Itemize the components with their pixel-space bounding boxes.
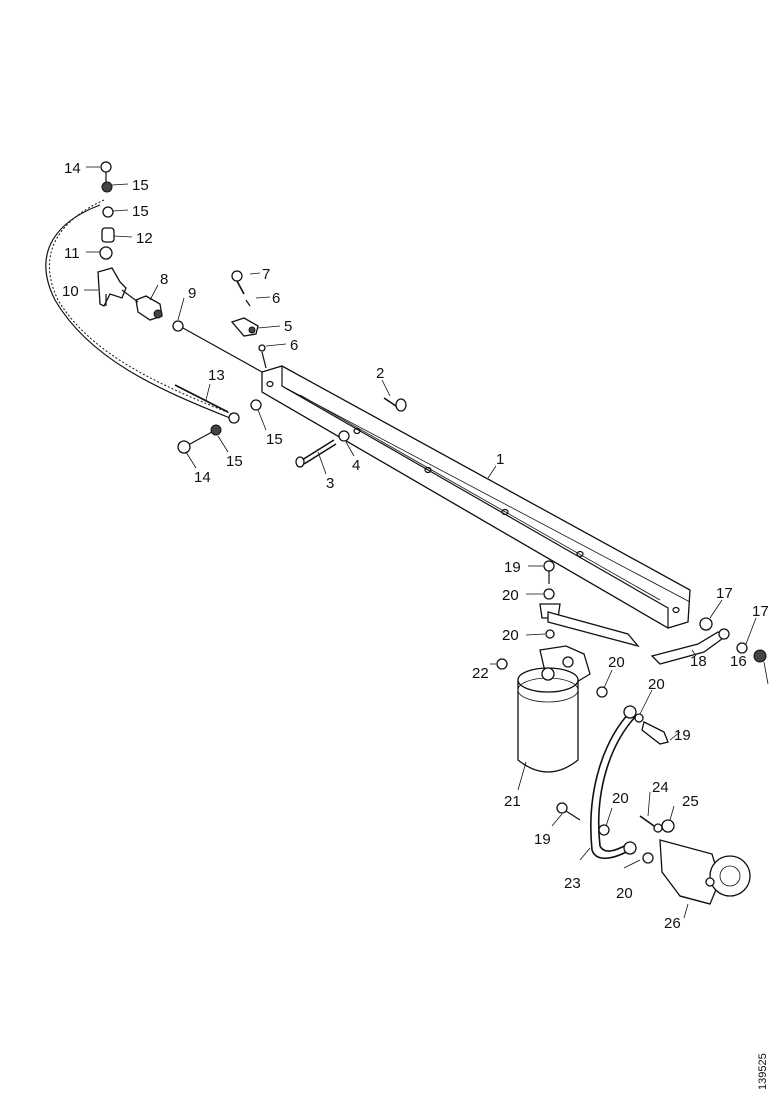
callout-24: 24 (652, 779, 669, 796)
right-end-line (650, 617, 767, 665)
callout-18: 18 (690, 653, 707, 670)
callout-14: 14 (194, 469, 211, 486)
callout-20: 20 (612, 790, 629, 807)
callout-15: 15 (132, 177, 149, 194)
fuel-hose-loop (45, 199, 233, 419)
callout-15: 15 (132, 203, 149, 220)
callout-20: 20 (502, 587, 519, 604)
callout-23: 23 (564, 875, 581, 892)
callout-labels: 14 15 15 12 11 10 8 9 7 6 5 6 2 13 15 15… (62, 160, 769, 932)
callout-25: 25 (682, 793, 699, 810)
callout-13: 13 (208, 367, 225, 384)
fuel-filter (517, 667, 579, 773)
bleed-screw-assembly (230, 270, 267, 369)
callout-5: 5 (284, 318, 292, 335)
fitting-8-9 (121, 289, 263, 373)
lower-hose (556, 686, 669, 864)
callout-15: 15 (266, 431, 283, 448)
bolt-2 (383, 397, 407, 412)
callout-15: 15 (226, 453, 243, 470)
callout-20: 20 (648, 676, 665, 693)
callout-6: 6 (290, 337, 298, 354)
callout-8: 8 (160, 271, 168, 288)
callout-9: 9 (188, 285, 196, 302)
callout-2: 2 (376, 365, 384, 382)
leader-lines (84, 166, 769, 919)
callout-10: 10 (62, 283, 79, 300)
callout-16: 16 (730, 653, 747, 670)
lower-fitting-stack (177, 399, 262, 454)
callout-22: 22 (472, 665, 489, 682)
callout-26: 26 (664, 915, 681, 932)
main-rail (261, 365, 691, 629)
callout-19: 19 (504, 559, 521, 576)
callout-12: 12 (136, 230, 153, 247)
callout-21: 21 (504, 793, 521, 810)
callout-17: 17 (716, 585, 733, 602)
document-number: 139525 (757, 1053, 769, 1090)
callout-3: 3 (326, 475, 334, 492)
callout-20: 20 (502, 627, 519, 644)
callout-1: 1 (496, 451, 504, 468)
fuel-pump (639, 815, 751, 905)
callout-19: 19 (534, 831, 551, 848)
callout-7: 7 (262, 266, 270, 283)
callout-6: 6 (272, 290, 280, 307)
callout-11: 11 (64, 245, 80, 262)
bolt-3-washer-4 (295, 430, 350, 468)
callout-17: 17 (752, 603, 769, 620)
callout-4: 4 (352, 457, 360, 474)
callout-20: 20 (608, 654, 625, 671)
callout-14: 14 (64, 160, 81, 177)
callout-19: 19 (674, 727, 691, 744)
angled-line-upper (547, 611, 640, 648)
upper-fitting-stack (97, 161, 127, 307)
callout-20: 20 (616, 885, 633, 902)
